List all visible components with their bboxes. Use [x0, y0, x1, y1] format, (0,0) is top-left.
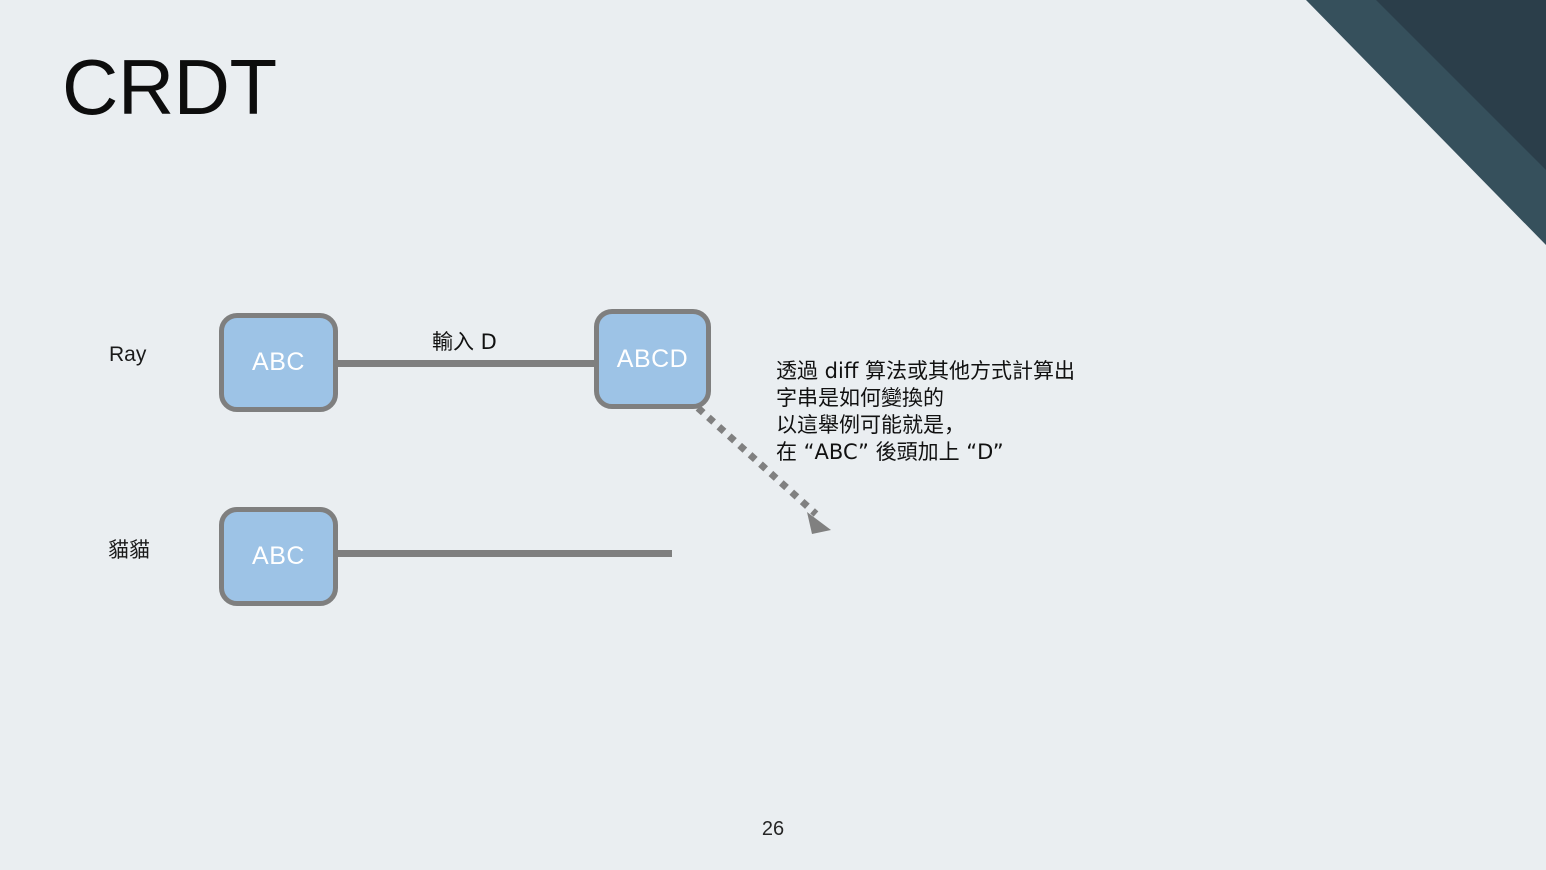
annotation-line-3: 以這舉例可能就是，	[776, 413, 965, 437]
connector-line-row1	[333, 360, 603, 367]
annotation-line-2: 字串是如何變換的	[776, 386, 944, 410]
edge-label-row1: 輸入 D	[432, 330, 497, 354]
diff-arrow-head	[807, 512, 831, 534]
node-row1-start[interactable]: ABC	[219, 313, 338, 412]
annotation-text: 透過 diff 算法或其他方式計算出 字串是如何變換的 以這舉例可能就是， 在 …	[776, 358, 1075, 466]
actor-label-row2: 貓貓	[108, 538, 150, 562]
annotation-line-1: 透過 diff 算法或其他方式計算出	[776, 359, 1075, 383]
annotation-line-4: 在 “ABC” 後頭加上 “D”	[776, 440, 1004, 464]
node-row2-start[interactable]: ABC	[219, 507, 338, 606]
actor-label-row1: Ray	[109, 343, 147, 366]
node-row1-end[interactable]: ABCD	[594, 309, 711, 409]
page-number: 26	[761, 818, 785, 840]
page-title: CRDT	[62, 43, 277, 131]
connector-line-row2	[333, 550, 672, 557]
